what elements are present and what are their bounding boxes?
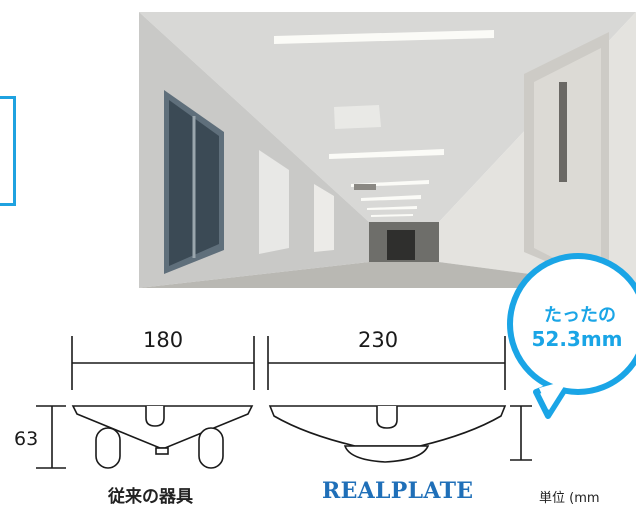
callout-line-2: 52.3mm [531,327,623,351]
left-frame-border [0,96,16,206]
caption-old-fixture: 従来の器具 [108,487,193,507]
dimension-label-230: 230 [358,328,399,352]
dimension-label-63: 63 [14,428,39,450]
caption-unit: 単位 (mm [539,491,600,506]
old-fixture-drawing [71,405,254,469]
callout-line-1: たったの [544,305,616,326]
dimension-label-180: 180 [143,328,184,352]
realplate-drawing [268,405,507,463]
corridor-photo [139,12,636,288]
speech-bubble-icon [507,253,636,419]
caption-realplate: REALPLATE [322,478,474,504]
